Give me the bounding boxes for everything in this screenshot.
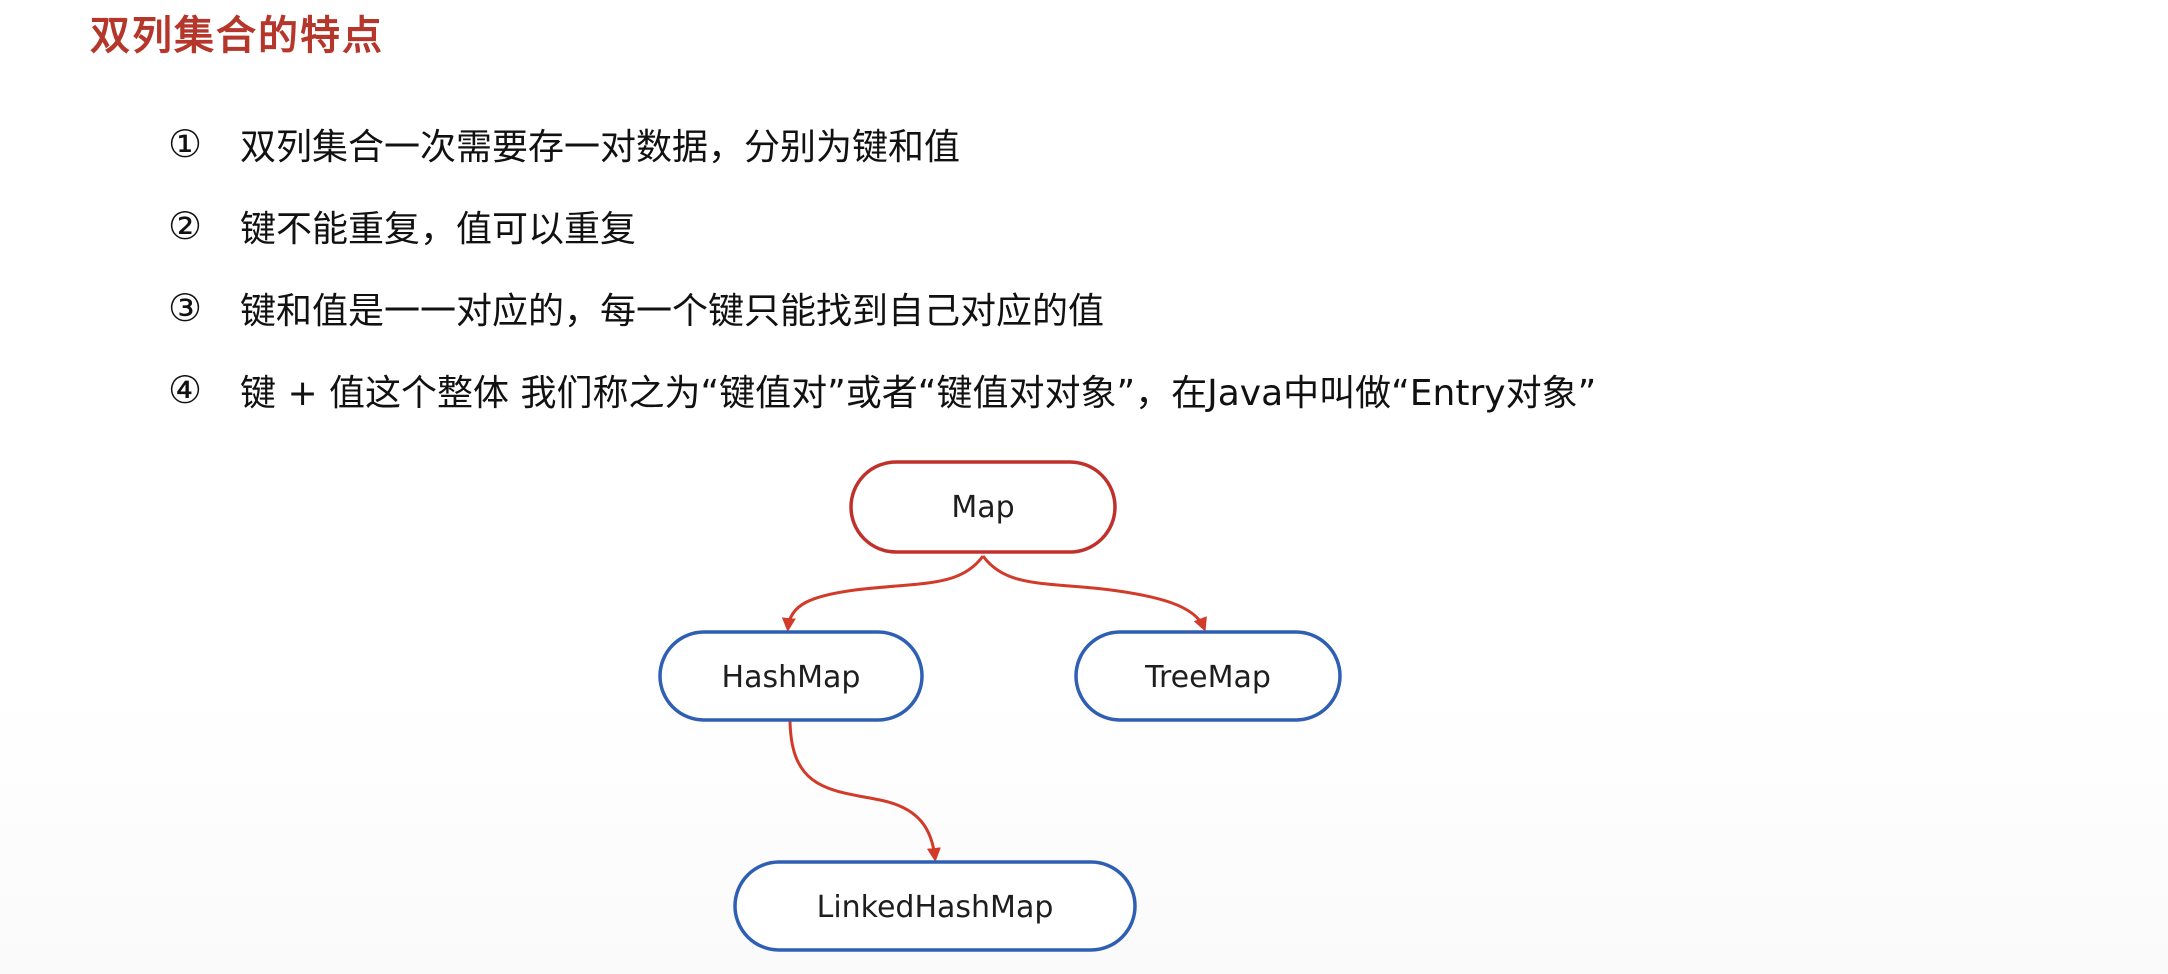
item-text: 双列集合一次需要存一对数据，分别为键和值 [240, 127, 961, 168]
list-item: ② 键不能重复，值可以重复 [168, 202, 1596, 250]
edge-hashmap-linkedhashmap [788, 717, 941, 862]
edge-map-hashmap [781, 555, 985, 632]
list-item: ③ 键和值是一一对应的，每一个键只能找到自己对应的值 [168, 284, 1596, 332]
feature-list: ① 双列集合一次需要存一对数据，分别为键和值 ② 键不能重复，值可以重复 ③ 键… [168, 120, 1596, 448]
node-treemap: TreeMap [1074, 630, 1342, 722]
node-map-label: Map [951, 490, 1014, 525]
item-text: 键和值是一一对应的，每一个键只能找到自己对应的值 [240, 291, 1105, 332]
item-number: ① [168, 122, 203, 166]
list-item: ① 双列集合一次需要存一对数据，分别为键和值 [168, 120, 1596, 168]
item-number: ② [168, 204, 203, 248]
item-number: ④ [168, 368, 203, 412]
node-hashmap: HashMap [658, 630, 924, 722]
node-map: Map [849, 460, 1117, 554]
page-title: 双列集合的特点 [90, 13, 384, 59]
item-text: 键 + 值这个整体 我们称之为“键值对”或者“键值对对象”，在Java中叫做“E… [240, 373, 1597, 414]
node-linkedhashmap-label: LinkedHashMap [817, 890, 1054, 925]
node-linkedhashmap: LinkedHashMap [733, 860, 1137, 952]
edge-map-treemap [981, 555, 1207, 632]
node-hashmap-label: HashMap [722, 660, 861, 695]
list-item: ④ 键 + 值这个整体 我们称之为“键值对”或者“键值对对象”，在Java中叫做… [168, 366, 1596, 414]
item-number: ③ [168, 286, 203, 330]
item-text: 键不能重复，值可以重复 [240, 209, 637, 250]
node-treemap-label: TreeMap [1144, 660, 1271, 695]
